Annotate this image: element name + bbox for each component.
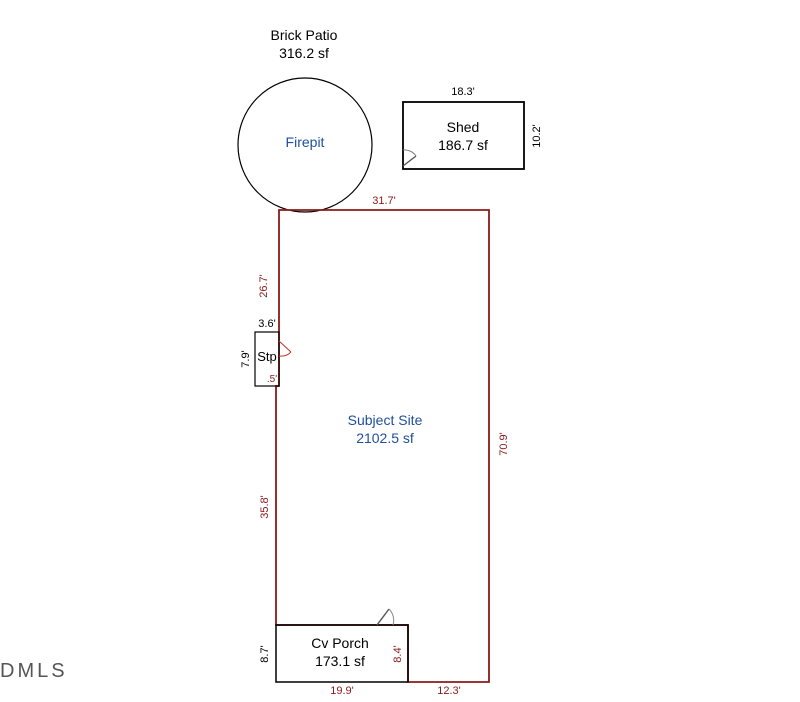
shed-outline: [402, 101, 525, 170]
porch-width-dim: 19.9': [330, 685, 354, 697]
firepit-label: Firepit: [286, 134, 325, 150]
step-offset-dim: .5': [267, 374, 277, 385]
porch-outline: [275, 624, 409, 683]
site-right-dim: 70.9': [498, 432, 510, 456]
site-lower-left-dim: 35.8': [259, 495, 271, 519]
porch-area: 173.1 sf: [315, 653, 365, 669]
site-area: 2102.5 sf: [356, 430, 414, 446]
porch-door-icon: [376, 608, 395, 626]
site-name: Subject Site: [348, 412, 423, 428]
patio-circle: [237, 77, 373, 213]
step-height-dim: 7.9': [240, 350, 252, 367]
step-outline: [254, 331, 280, 387]
shed-depth-dim: 10.2': [531, 124, 543, 148]
porch-inner-height-dim: 8.4': [392, 645, 404, 662]
shed-area: 186.7 sf: [438, 137, 488, 153]
step-name: Stp: [257, 349, 277, 364]
porch-outer-height-dim: 8.7': [259, 645, 271, 662]
site-door-icon: [278, 340, 292, 357]
watermark-logo: DMLS: [0, 660, 68, 682]
step-width-dim: 3.6': [258, 318, 275, 330]
porch-name: Cv Porch: [311, 635, 369, 651]
site-upper-left-dim: 26.7': [258, 274, 270, 298]
site-bottom-right-dim: 12.3': [437, 685, 461, 697]
patio-area: 316.2 sf: [279, 45, 329, 61]
site-top-dim: 31.7': [372, 195, 396, 207]
subject-site-outline: [275, 209, 490, 683]
shed-name: Shed: [447, 119, 480, 135]
patio-name: Brick Patio: [271, 27, 338, 43]
shed-door-icon: [402, 149, 417, 167]
shed-width-dim: 18.3': [451, 86, 475, 98]
